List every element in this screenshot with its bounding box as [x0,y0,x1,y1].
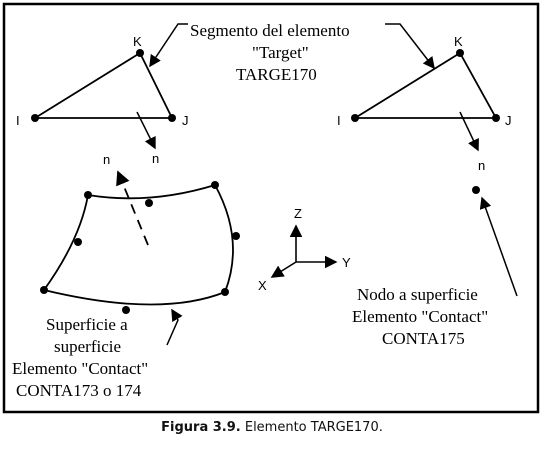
label-i-right: I [337,113,341,128]
contact-node-point [472,186,480,194]
target-title-line1: Segmento del elemento [190,21,350,40]
leader-surface [166,308,183,346]
node-line1: Nodo a superficie [357,285,478,304]
surface-line1: Superficie a [46,315,128,334]
surface-node-3 [211,181,219,189]
node-k-right [456,49,464,57]
node-line2: Elemento "Contact" [352,307,488,326]
normal-arrow-left [136,111,156,150]
target-element-left: I K J n [16,34,189,166]
node-line3: CONTA175 [382,329,465,348]
caption-prefix: Figura 3.9. [161,420,241,435]
contact-node: Nodo a superficie Elemento "Contact" CON… [352,186,518,348]
figure-caption: Figura 3.9. Elemento TARGE170. [0,420,544,435]
surface-node-8 [74,238,82,246]
surface-node-7 [40,286,48,294]
label-j-right: J [505,113,512,128]
node-j-right [492,114,500,122]
target-element-right: I K J n [337,34,512,173]
label-k-right: K [454,34,463,49]
surface-line4: CONTA173 o 174 [16,381,142,400]
surface-node-4 [232,232,240,240]
surface-node-1 [84,191,92,199]
node-k-left [136,49,144,57]
target-title-line3: TARGE170 [236,65,317,84]
label-k-left: K [133,34,142,49]
axis-x-label: X [258,278,267,293]
surface-normal-arrow [116,170,149,246]
label-n-left: n [152,151,159,166]
caption-text: Elemento TARGE170. [240,420,383,435]
axis-x-line [270,261,297,278]
node-j-left [168,114,176,122]
axis-z-label: Z [294,206,302,221]
coordinate-axes: Z Y X [258,206,351,293]
contact-surface: n Superficie a superficie Elemento "Cont… [12,152,240,400]
label-i-left: I [16,113,20,128]
leader-target-left [149,23,188,68]
leader-contact-node [479,196,518,297]
label-j-left: J [182,113,189,128]
surface-node-6 [122,306,130,314]
normal-arrow-right [459,111,479,152]
target-title-line2: "Target" [252,43,309,62]
target-label: Segmento del elemento "Target" TARGE170 [149,21,435,84]
target-triangle-left [31,51,174,119]
label-n-surface: n [103,152,110,167]
target-triangle-right [351,51,498,119]
surface-line3: Elemento "Contact" [12,359,148,378]
figure-border [2,2,540,414]
leader-target-right [385,23,435,70]
node-i-left [31,114,39,122]
contact-surface-outline [42,183,234,306]
node-i-right [351,114,359,122]
surface-node-2 [145,199,153,207]
surface-line2: superficie [54,337,121,356]
axis-y-label: Y [342,255,351,270]
surface-node-5 [221,288,229,296]
label-n-right: n [478,158,485,173]
